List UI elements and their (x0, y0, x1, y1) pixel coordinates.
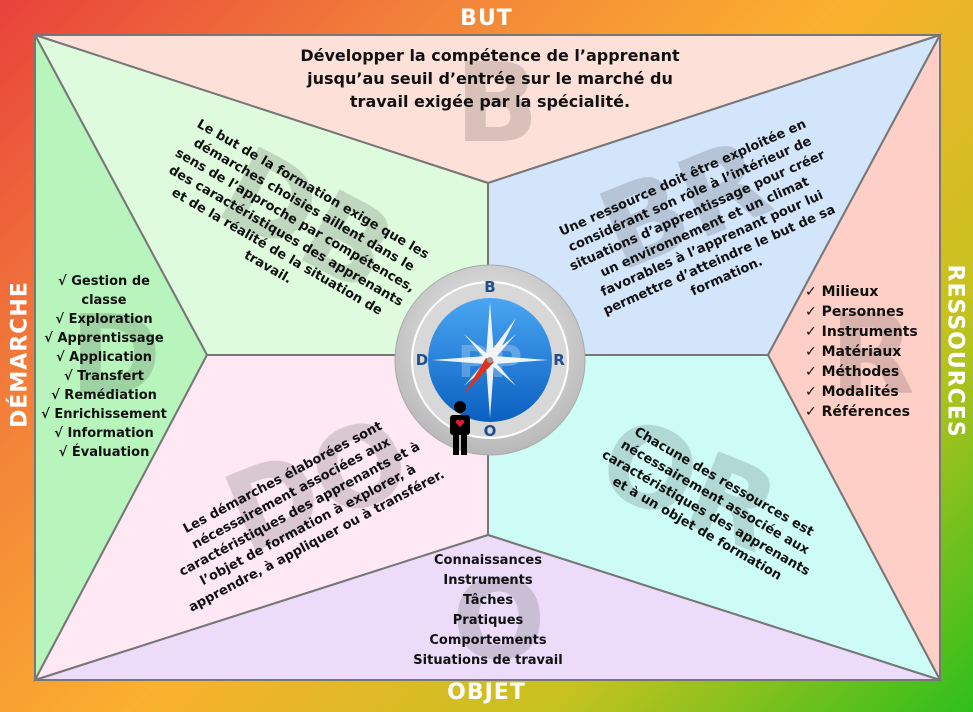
list-item: √ Application (55, 350, 153, 365)
label-objet: OBJET (447, 680, 526, 705)
compass-o: O (484, 422, 497, 440)
list-item: Connaissances (434, 553, 542, 568)
list-item: ✓ Méthodes (805, 364, 900, 380)
list-item: √ Apprentissage (44, 331, 164, 346)
watermark-b: B (455, 39, 539, 167)
demarche-list: √ Gestion de classe √ Exploration √ Appr… (35, 272, 173, 462)
list-item: √ Enrichissement (41, 407, 167, 422)
watermark-r: R (830, 291, 915, 419)
watermark-d: D (70, 291, 162, 419)
list-item: Instruments (443, 573, 533, 588)
list-item: ✓ Matériaux (805, 344, 902, 360)
watermark-o: O (452, 556, 546, 684)
but-statement: Développer la compétence de l’apprenant … (300, 46, 680, 111)
list-item: Comportements (429, 633, 547, 648)
list-item: ✓ Personnes (805, 304, 904, 320)
list-item: √ Évaluation (58, 445, 150, 460)
label-but: BUT (460, 6, 513, 31)
list-item: Pratiques (452, 613, 524, 628)
list-item: ✓ Milieux (805, 284, 879, 300)
compass-d: D (416, 351, 428, 369)
list-item: √ Exploration (55, 312, 153, 327)
ressources-list: ✓ Milieux ✓ Personnes ✓ Instruments ✓ Ma… (805, 282, 918, 422)
zone-objet (34, 533, 941, 681)
compass-r: R (553, 351, 565, 369)
list-item: √ Remédiation (51, 388, 157, 403)
list-item: ✓ Références (805, 404, 910, 420)
list-item: √ Transfert (64, 369, 144, 384)
compass-b: B (484, 278, 495, 296)
label-ressources: RESSOURCES (942, 264, 968, 438)
list-item: ✓ Modalités (805, 384, 899, 400)
compass-icon: PP B D R O (394, 264, 586, 456)
objet-list: Connaissances Instruments Tâches Pratiqu… (388, 551, 588, 671)
list-item: Tâches (462, 593, 514, 608)
label-demarche: DÉMARCHE (7, 281, 33, 428)
person-heart-icon (450, 401, 470, 455)
list-item: √ Information (54, 426, 154, 441)
list-item: ✓ Instruments (805, 324, 918, 340)
list-item: √ Gestion de classe (58, 274, 150, 308)
list-item: Situations de travail (413, 653, 563, 668)
